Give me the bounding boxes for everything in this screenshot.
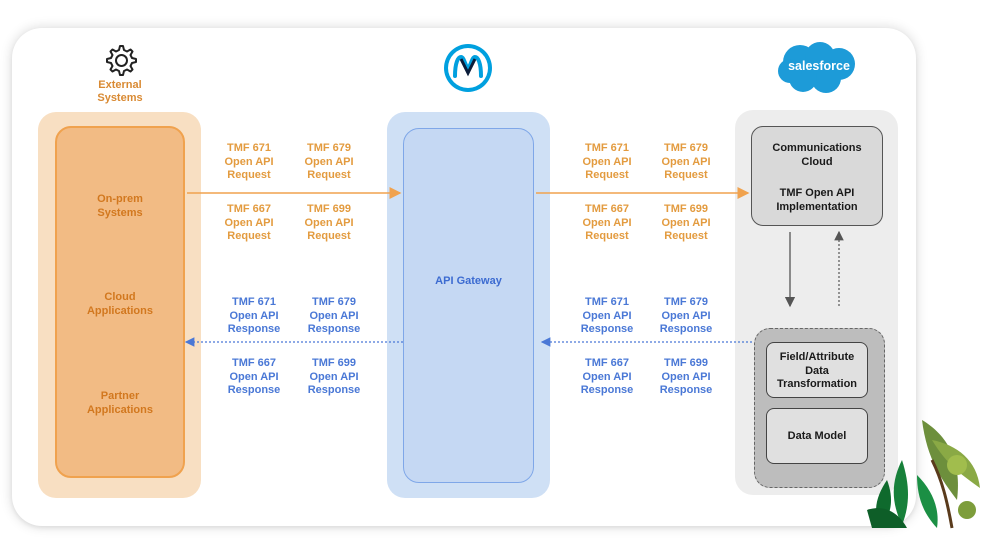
data-model-box <box>766 408 868 464</box>
field-attribute-transformation-box <box>766 342 868 398</box>
gear-icon <box>106 45 137 76</box>
salesforce-cloud-logo <box>778 42 855 93</box>
external-systems-box <box>55 126 185 478</box>
mulesoft-logo-icon <box>444 44 492 92</box>
external-title: External Systems <box>97 79 143 104</box>
api-gateway-label: API Gateway <box>435 275 502 287</box>
salesforce-logo-text: salesforce <box>788 59 850 73</box>
gateway-box <box>403 128 534 483</box>
communications-cloud-box <box>751 126 883 226</box>
plant-leaves-icon <box>867 420 980 529</box>
data-model-label: Data Model <box>787 430 847 442</box>
